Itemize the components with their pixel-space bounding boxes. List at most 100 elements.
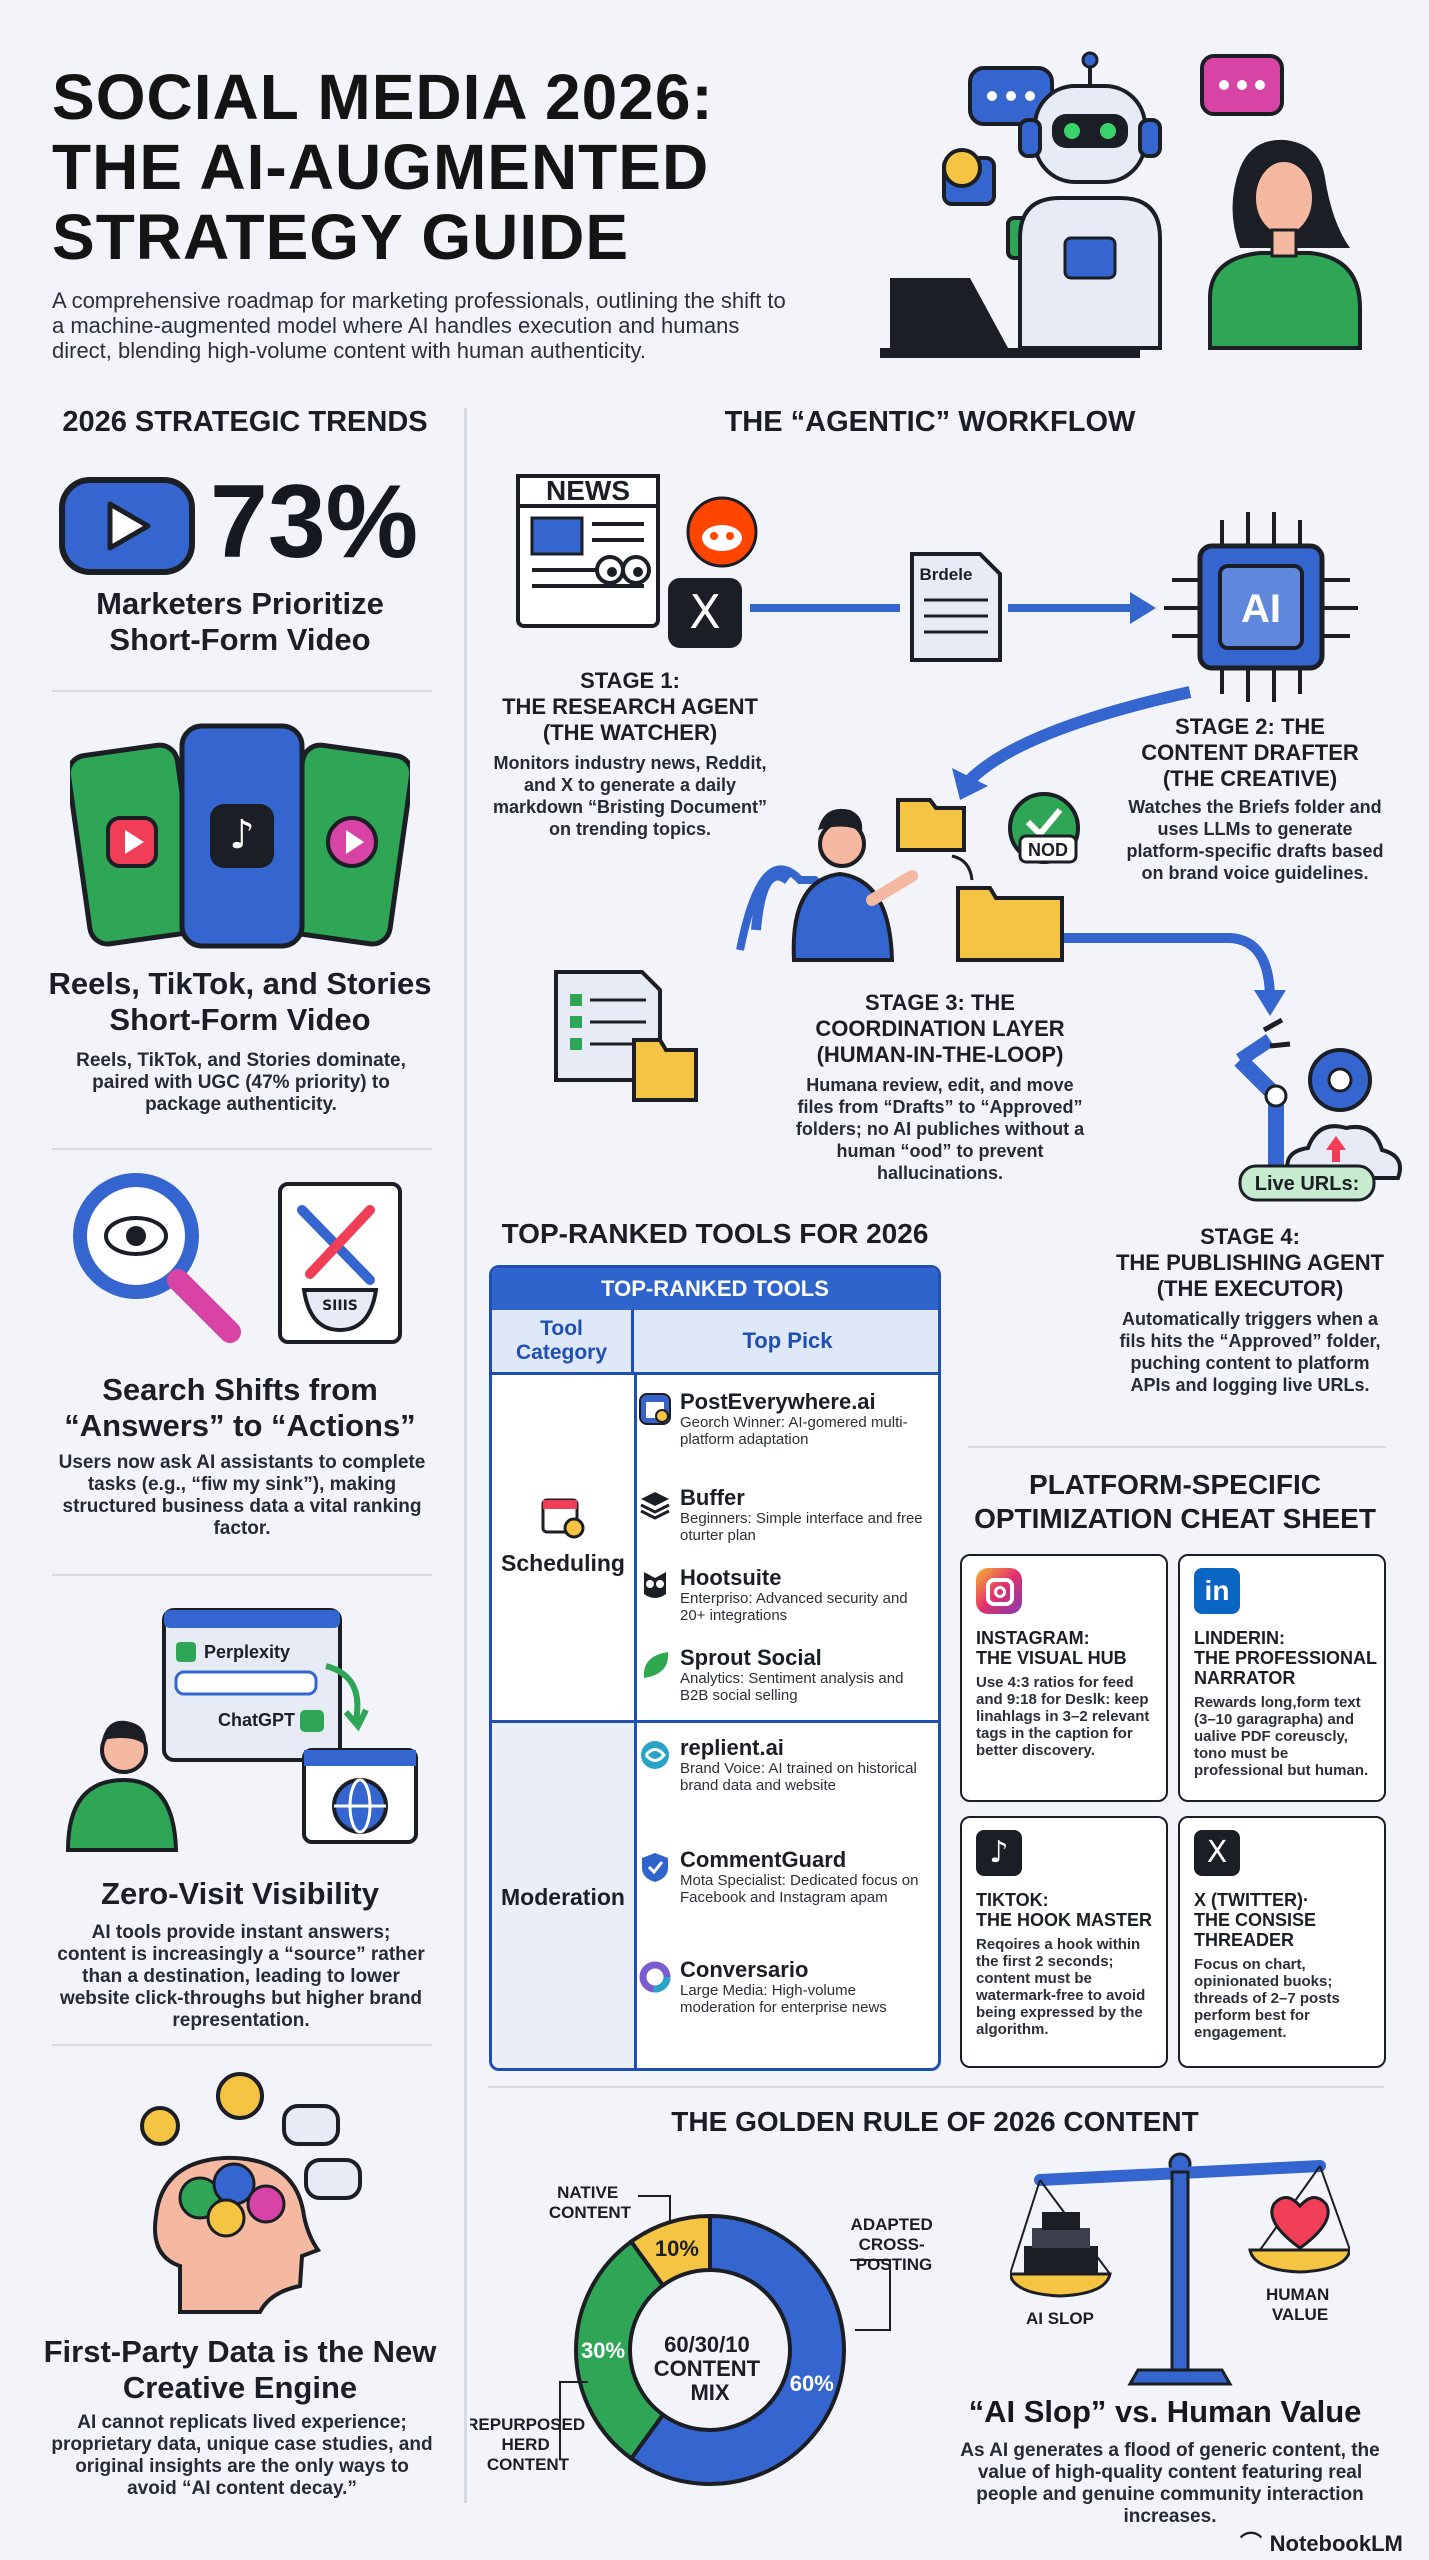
- callout-line: REPURPOSED: [470, 2415, 585, 2434]
- tools-table-header: Tool Category Top Pick: [492, 1310, 938, 1375]
- card-title-line: THE VISUAL HUB: [976, 1648, 1127, 1668]
- ai-slop-label: AI SLOP: [1026, 2309, 1094, 2328]
- x-twitter-card: X X (TWITTER)· THE CONSISE THREADER Focu…: [1178, 1816, 1386, 2068]
- svg-text:X: X: [689, 585, 721, 639]
- brain-head-illustration: [140, 2072, 362, 2314]
- platform-heading: PLATFORM-SPECIFIC OPTIMIZATION CHEAT SHE…: [960, 1468, 1390, 1536]
- stat-73-percent: 73%: [210, 464, 419, 580]
- stage-4-title-line: STAGE 4:: [1200, 1224, 1300, 1249]
- tool-hootsuite: Hootsuite Enterpriso: Advanced security …: [644, 1565, 932, 1624]
- calendar-gear-icon: [541, 1498, 585, 1539]
- balance-scale-illustration: AI SLOP HUMAN VALUE: [1010, 2152, 1350, 2386]
- calendar-grid-icon: [638, 1392, 672, 1426]
- trend-divider: [52, 2044, 432, 2046]
- tools-table: TOP-RANKED TOOLS Tool Category Top Pick …: [489, 1265, 941, 2071]
- center-line: CONTENT: [654, 2356, 761, 2381]
- callout-line: HERD: [502, 2435, 550, 2454]
- donut-slice-label: 60%: [790, 2371, 834, 2396]
- leaf-icon: [638, 1648, 672, 1682]
- lightbulb-icon: [942, 148, 982, 188]
- page-subtitle: A comprehensive roadmap for marketing pr…: [52, 288, 786, 363]
- approved-folder-icon: [956, 886, 1064, 962]
- tiktok-card: ♪ TIKTOK: THE HOOK MASTER Reqoires a hoo…: [960, 1816, 1168, 2068]
- trend-divider: [52, 1148, 432, 1150]
- live-urls-badge: [1238, 1164, 1376, 1202]
- native-callout: NATIVE CONTENT: [549, 2183, 632, 2222]
- trend-divider: [52, 690, 432, 692]
- content-mix-donut-chart: 60%30%10% NATIVE CONTENT ADAPTED CROSS- …: [470, 2183, 933, 2486]
- tool-commentguard: CommentGuard Mota Specialist: Dedicated …: [642, 1848, 932, 1906]
- tool-buffer: Buffer Beginners: Simple interface and f…: [640, 1485, 932, 1544]
- stage-3-desc: Humana review, edit, and move files from…: [795, 1075, 1085, 1183]
- column-divider: [464, 408, 467, 2503]
- tool-name: replient.ai: [680, 1735, 784, 1760]
- card-title-line: THE PROFESSIONAL: [1194, 1648, 1378, 1668]
- card-title: TIKTOK: THE HOOK MASTER: [976, 1890, 1152, 1930]
- repurposed-callout: REPURPOSED HERD CONTENT: [470, 2415, 590, 2474]
- ai-chip-icon: AI: [1164, 512, 1358, 702]
- trend-1-title: Marketers Prioritize Short-Form Video: [96, 586, 384, 657]
- card-desc: Focus on chart, opinionated buoks; threa…: [1194, 1956, 1340, 2041]
- brief-label: Brdele: [920, 565, 973, 584]
- card-title-line: TIKTOK:: [976, 1890, 1049, 1910]
- chatgpt-label: ChatGPT: [218, 1710, 295, 1730]
- moderation-cell-bg: [492, 1723, 634, 2068]
- donut-slice-label: 10%: [655, 2236, 699, 2261]
- callout-line: NATIVE: [557, 2183, 618, 2202]
- center-line: MIX: [690, 2380, 729, 2405]
- svg-text:♪: ♪: [229, 812, 255, 858]
- stage-4-title-line: THE PUBLISHING AGENT: [1115, 1250, 1385, 1275]
- category-scheduling: Scheduling: [501, 1550, 625, 1576]
- instagram-icon: [976, 1568, 1022, 1614]
- news-label: NEWS: [546, 475, 630, 506]
- card-title: LINDERIN: THE PROFESSIONAL NARRATOR: [1194, 1628, 1377, 1688]
- sink-icon: [301, 1288, 379, 1333]
- ring-icon: [638, 1960, 672, 1994]
- donut-slice: [628, 2213, 846, 2486]
- tool-desc: Analytics: Sentiment analysis and B2B so…: [680, 1670, 904, 1704]
- heart-handshake-icon: [1270, 2196, 1330, 2250]
- stage-1-title-line: (THE WATCHER): [542, 720, 718, 745]
- human-value-label: HUMAN VALUE: [1266, 2285, 1334, 2324]
- stage-2-title-line: (THE CREATIVE): [1162, 766, 1338, 791]
- tools-heading: TOP-RANKED TOOLS FOR 2026: [501, 1218, 929, 1249]
- live-urls-label: Live URLs:: [1255, 1173, 1359, 1195]
- trend-3-title: Search Shifts from “Answers” to “Actions…: [64, 1372, 416, 1443]
- page-title: SOCIAL MEDIA 2026: THE AI-AUGMENTED STRA…: [52, 62, 912, 272]
- category-moderation: Moderation: [501, 1884, 625, 1910]
- title-line-3: STRATEGY GUIDE: [52, 201, 630, 273]
- phones-illustration: ♪: [70, 723, 410, 949]
- stage-2-title-line: STAGE 2: THE: [1175, 714, 1325, 739]
- title-line-1: SOCIAL MEDIA 2026:: [52, 61, 714, 133]
- zero-visit-illustration: Perplexity ChatGPT: [65, 1608, 418, 1852]
- stage-4-desc: Automatically triggers when a fils hits …: [1119, 1309, 1381, 1395]
- donut-slice: [574, 2238, 666, 2462]
- trend-2-desc: Reels, TikTok, and Stories dominate, pai…: [76, 1050, 406, 1115]
- card-desc: Use 4:3 ratios for feed and 9:18 for Des…: [976, 1674, 1150, 1759]
- stage-3-title: STAGE 3: THE COORDINATION LAYER (HUMAN-I…: [780, 990, 1100, 1068]
- tool-sprout-social: Sprout Social Analytics: Sentiment analy…: [643, 1646, 932, 1704]
- card-title-line: THE CONSISE: [1194, 1910, 1317, 1930]
- linkedin-icon: in: [1194, 1568, 1240, 1614]
- tool-name: Conversario: [680, 1957, 809, 1982]
- brand-label: NotebookLM: [1269, 2531, 1403, 2556]
- tool-name: Buffer: [680, 1485, 745, 1510]
- stage-4-title: STAGE 4: THE PUBLISHING AGENT (THE EXECU…: [1090, 1224, 1410, 1302]
- stage-2-title: STAGE 2: THE CONTENT DRAFTER (THE CREATI…: [1110, 714, 1390, 792]
- x-logo-icon: X: [1194, 1830, 1240, 1876]
- tool-name: PostEverywhere.ai: [680, 1389, 876, 1414]
- stage-1-title: STAGE 1: THE RESEARCH AGENT (THE WATCHER…: [470, 668, 790, 746]
- card-title-line: INSTAGRAM:: [976, 1628, 1090, 1648]
- lightbulb-icon: [216, 2072, 264, 2120]
- stage-3-title-line: STAGE 3: THE: [865, 990, 1015, 1015]
- tool-name: Hootsuite: [680, 1565, 782, 1590]
- title-line-2: THE AI-AUGMENTED: [52, 131, 710, 203]
- tiktok-icon: [210, 804, 274, 868]
- nod-label: NOD: [1028, 840, 1068, 860]
- stage-3-title-line: (HUMAN-IN-THE-LOOP): [816, 1042, 1064, 1067]
- donut-group: 60%30%10%: [574, 2213, 846, 2486]
- trend-4-title: Zero-Visit Visibility: [101, 1876, 379, 1911]
- tool-desc: Large Media: High-volume moderation for …: [680, 1982, 887, 2016]
- workflow-diagram: NEWS X Brdele AI: [516, 474, 1402, 1202]
- tool-desc: Enterpriso: Advanced security and 20+ in…: [680, 1590, 908, 1624]
